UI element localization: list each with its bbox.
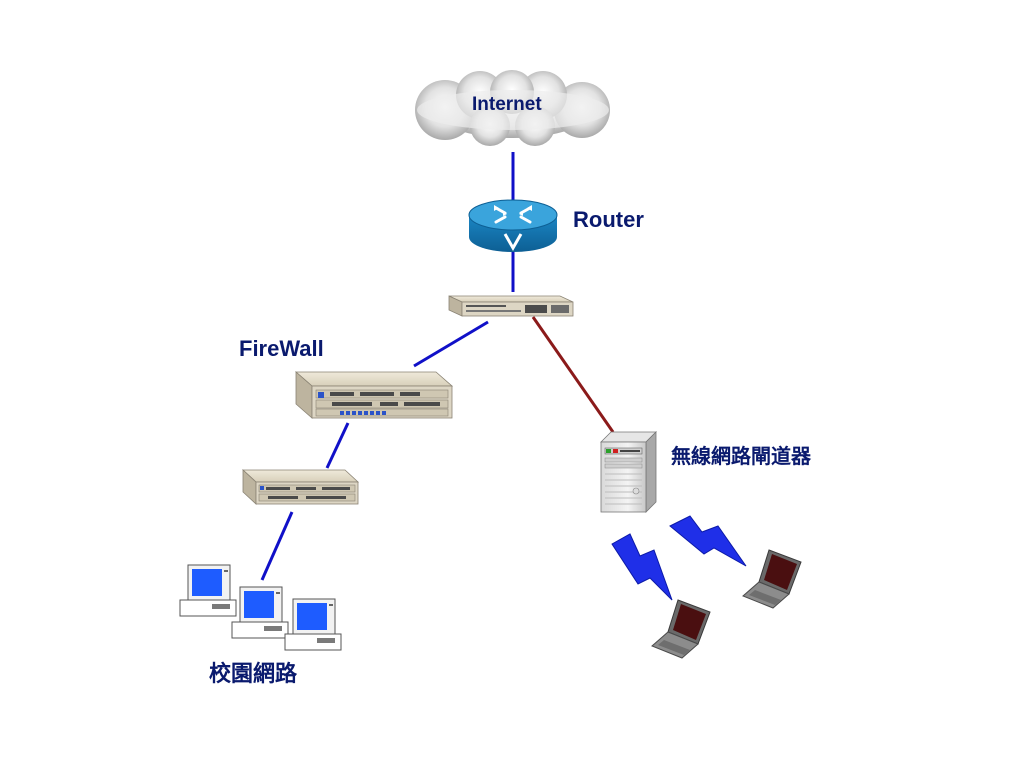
router-icon xyxy=(468,199,558,252)
link-switch-wireless-gateway xyxy=(531,316,615,433)
cloud-icon xyxy=(415,70,610,146)
wireless-signal-icon xyxy=(611,533,673,601)
laptop-icon xyxy=(742,549,802,609)
router-label: Router xyxy=(573,207,644,232)
firewall-chassis-icon xyxy=(294,371,454,419)
desktop-pc-icon xyxy=(179,564,237,617)
campus-network-label: 校園網路 xyxy=(209,661,298,687)
desktop-pc-icon xyxy=(231,586,289,639)
switch-icon xyxy=(241,469,360,505)
switch-icon xyxy=(448,295,574,317)
laptop-icon xyxy=(651,599,711,659)
desktop-pc-icon xyxy=(284,598,342,651)
firewall-label: FireWall xyxy=(239,336,324,361)
server-tower-icon xyxy=(600,431,657,513)
link-firewall-campus-switch xyxy=(325,422,350,469)
wireless-gateway-label: 無線網路閘道器 xyxy=(671,444,811,468)
links xyxy=(260,152,615,581)
link-campus-switch-pcs xyxy=(260,511,294,581)
internet-label: Internet xyxy=(472,94,542,115)
link-switch-firewall xyxy=(413,320,489,368)
wireless-signal-icon xyxy=(669,515,747,567)
